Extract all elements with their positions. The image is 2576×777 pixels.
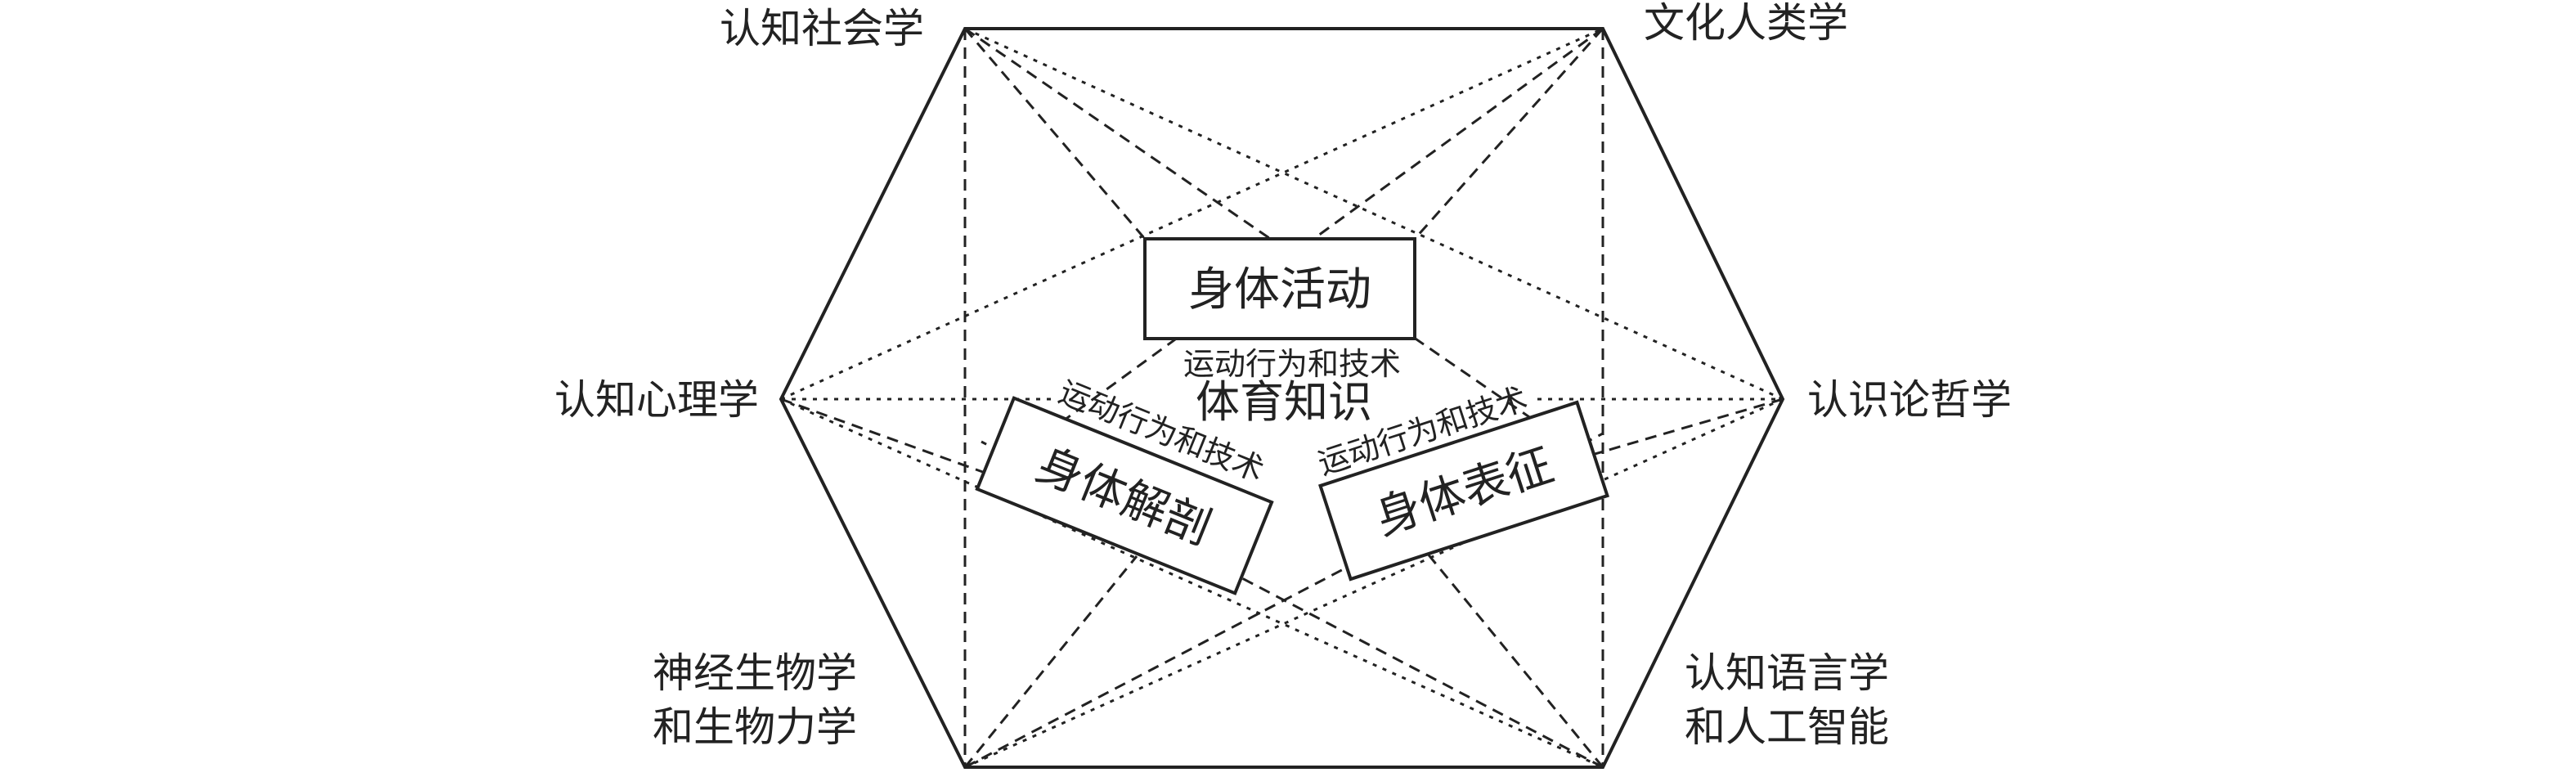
box-body-representation-frame (1318, 400, 1609, 582)
dotted-right-bottomleft (964, 397, 1784, 769)
center-label: 体育知识 (1196, 376, 1372, 428)
label-cultural-anthropology: 文化人类学 (1644, 0, 1848, 47)
connector-right-representation (1586, 397, 1784, 458)
connector-tl-activity (963, 28, 1147, 240)
connector-bl-anatomy (963, 555, 1138, 768)
box-body-activity-frame (1143, 237, 1416, 340)
box-body-activity: 身体活动 (1143, 237, 1416, 340)
box-body-activity-label: 身体活动 (1188, 263, 1371, 317)
label-epistemology: 认识论哲学 (1807, 376, 2012, 424)
connector-br-representation (1421, 547, 1604, 768)
box-body-anatomy-frame (975, 396, 1274, 595)
label-linguistics-line1: 认知语言学 (1685, 649, 1889, 697)
label-neurobiology-line1: 神经生物学 (653, 649, 857, 697)
dotted-right-topleft (964, 27, 1784, 401)
dotted-left-topright (780, 27, 1604, 401)
label-neurobiology-line2: 和生物力学 (653, 703, 857, 751)
dotted-connectors (780, 27, 1784, 769)
activity-sublabel: 运动行为和技术 (1183, 346, 1401, 382)
dotted-left-bottomright (780, 397, 1604, 769)
connector-tr-activity (1413, 27, 1604, 240)
label-cognitive-psychology: 认知心理学 (554, 376, 759, 424)
label-cognitive-sociology: 认知社会学 (720, 5, 924, 52)
label-linguistics-line2: 和人工智能 (1685, 703, 1889, 751)
box-body-representation: 身体表征 (1318, 400, 1609, 582)
